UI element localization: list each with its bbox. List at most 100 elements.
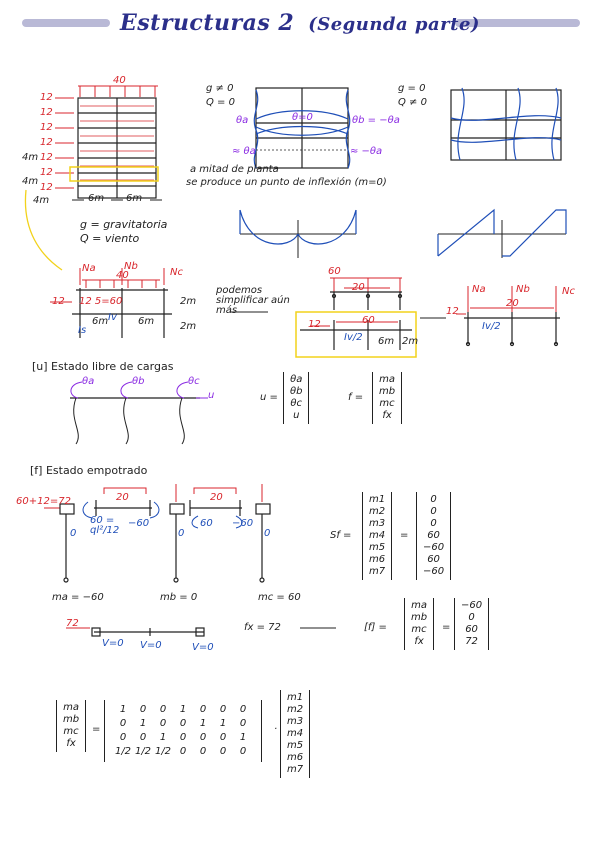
vec-u-item: θc [290,398,303,409]
reduced-iv: Iv/2 [482,321,501,332]
vec-u: θa θb θc u [283,372,310,424]
sf-name: m3 [369,518,386,529]
rhs-item: m7 [287,764,304,775]
simplify-note: podemos simplificar aún más [216,285,290,316]
f-mc: mc = 60 [258,592,301,603]
side-load-6: 12 [40,167,53,178]
cell: 0 [239,746,247,757]
theta-b-label: θb = −θa [352,115,400,126]
f-moment-neg60a: −60 [128,518,150,529]
inflection-note-1: a mitad de planta [190,164,279,175]
f-value: 72 [465,636,478,647]
sf-value: 0 [430,506,437,517]
height-label-3: 4m [33,195,50,206]
f-mb: mb = 0 [160,592,198,603]
cell: 1/2 [114,746,132,757]
cell: 0 [119,732,127,743]
cell: 0 [119,718,127,729]
reduced-Nc: Nc [562,286,575,297]
f-values-vector: −60 0 60 72 [454,598,490,650]
sf-value: 0 [430,518,437,529]
rhs-item: m3 [287,716,304,727]
mini-load: 60 [328,266,341,277]
cell: 0 [139,704,147,715]
cell: 1 [219,718,227,729]
f-moment-60b: 60 [200,518,213,529]
inflection-note-2: se produce un punto de inflexión (m=0) [186,177,387,188]
sf-equals: = [400,530,409,541]
vec-f-item: fx [382,410,392,421]
sf-name: m7 [369,566,386,577]
cell: 1/2 [154,746,172,757]
rhs-item: m5 [287,740,304,751]
f-name: mb [411,612,428,623]
cell: 1 [239,732,247,743]
vec-f-item: ma [379,374,395,385]
simp-span1: 6m [92,316,109,327]
sf-value: 0 [430,494,437,505]
title-bar-right [455,19,580,27]
cell: 0 [179,746,187,757]
side-load-1: 12 [40,92,53,103]
cell: 0 [139,732,147,743]
legend-q: Q = viento [80,232,140,245]
rhs-item: m1 [287,692,304,703]
rhs-item: m6 [287,752,304,763]
frame-top-load: 40 [113,75,126,86]
simp-Nb: Nb [124,261,138,272]
g-case-line2: Q = 0 [206,97,235,108]
cell: 1/2 [134,746,152,757]
sf-value: −60 [423,566,445,577]
f-name: ma [411,600,427,611]
rhs-item: m2 [287,704,304,715]
f-value: 60 [465,624,478,635]
vec-u-item: u [293,410,300,421]
mini-12: 12 [308,319,321,330]
f-name: mc [411,624,427,635]
cell: 0 [199,704,207,715]
side-load-3: 12 [40,122,53,133]
cell: 0 [159,718,167,729]
matrix-rhs: m1 m2 m3 m4 m5 m6 m7 [280,690,311,778]
sf-value: 60 [427,530,440,541]
mini-2m: 2m [402,336,419,347]
q-case-line2: Q ≠ 0 [398,97,427,108]
side-load-5: 12 [40,152,53,163]
cell: 1 [119,704,127,715]
lhs-item: mb [63,714,80,725]
matrix-lhs: ma mb mc fx [56,700,87,752]
side-load-4: 12 [40,137,53,148]
f-value: 0 [468,612,475,623]
height-label-2: 4m [22,176,39,187]
mini-6m: 6m [378,336,395,347]
sf-names-vector: m1 m2 m3 m4 m5 m6 m7 [362,492,393,580]
simp-span2: 6m [138,316,155,327]
approx-left: ≈ θa [232,146,256,157]
side-load-7: 12 [40,182,53,193]
reduced-12: 12 [446,306,459,317]
f-name: fx [414,636,424,647]
beam-v2: V=0 [140,640,162,651]
simp-is: Is [78,325,87,336]
beam-v3: V=0 [192,642,214,653]
f-load-20a: 20 [116,492,129,503]
cell: 0 [239,704,247,715]
cell: 1 [159,732,167,743]
lhs-item: ma [63,702,79,713]
simp-Na: Na [82,263,96,274]
matrix-equals: = [92,724,101,735]
beam-load: 72 [66,618,79,629]
title-main: Estructuras 2 [120,10,295,36]
sf-value: −60 [423,542,445,553]
vec-u-label: u = [260,392,278,403]
sf-name: m5 [369,542,386,553]
f-names-vector: ma mb mc fx [404,598,435,650]
theta-zero-label: θ=0 [292,112,313,123]
lhs-item: fx [66,738,76,749]
state-u-u: u [208,390,215,401]
g-case-line1: g ≠ 0 [206,83,234,94]
vec-f-item: mb [379,386,396,397]
cell: 0 [199,732,207,743]
